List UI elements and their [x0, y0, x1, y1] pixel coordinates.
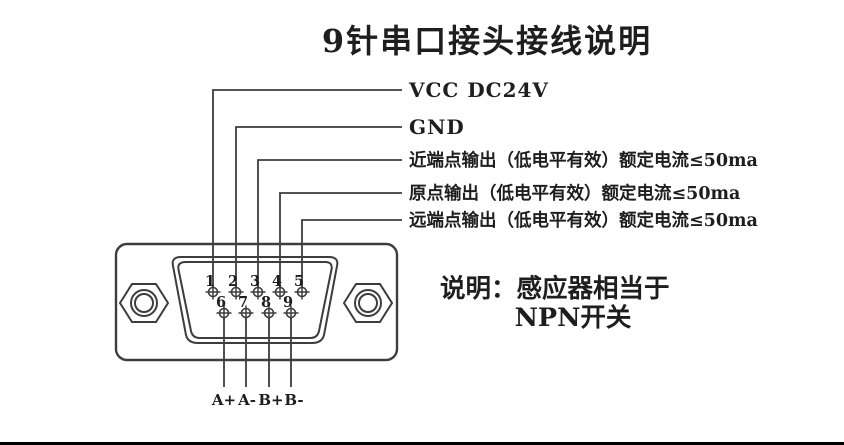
page-title: 9针串口接头接线说明 — [322, 22, 652, 60]
note-line-1: 说明：感应器相当于 — [440, 274, 670, 304]
pin-number-group: 1 2 3 4 5 6 7 8 9 — [205, 273, 304, 311]
pin-7 — [238, 305, 254, 321]
wire-label-origin-output: 原点输出（低电平有效）额定电流≤50ma — [409, 183, 740, 204]
label-b-minus: B- — [284, 391, 303, 409]
dsub-outline-inner — [177, 261, 333, 339]
pin-number-4: 4 — [272, 273, 282, 290]
pin-4 — [272, 284, 288, 300]
wire-pin4-origin-output — [279, 192, 402, 292]
note-line-2: NPN开关 — [515, 303, 632, 333]
screw-hex-left — [118, 283, 170, 323]
wire-group-top — [212, 89, 402, 292]
wire-label-far-output: 远端点输出（低电平有效）额定电流≤50ma — [409, 210, 758, 231]
wire-pin3-near-output — [257, 159, 402, 292]
pin-number-8: 8 — [261, 294, 271, 311]
pin-8 — [261, 305, 277, 321]
pin-group — [205, 284, 310, 321]
pin-number-5: 5 — [294, 273, 304, 290]
pin-2 — [228, 284, 244, 300]
pin-number-9: 9 — [283, 294, 293, 311]
screw-hole-right-inner — [358, 293, 378, 313]
pin-number-1: 1 — [205, 273, 215, 290]
screw-hole-right-outer — [354, 289, 382, 317]
wire-pin2-gnd — [235, 126, 402, 292]
wire-label-group: VCC DC24V GND 近端点输出（低电平有效）额定电流≤50ma 原点输出… — [408, 78, 758, 231]
pin-6 — [216, 305, 232, 321]
db9-connector — [114, 242, 399, 362]
wire-label-vcc: VCC DC24V — [408, 78, 549, 102]
pin-1 — [205, 284, 221, 300]
label-a-minus: A- — [237, 391, 256, 409]
wire-label-near-output: 近端点输出（低电平有效）额定电流≤50ma — [409, 150, 758, 171]
pin-number-6: 6 — [216, 294, 226, 311]
bottom-label-group: A+ A- B+ B- — [211, 391, 304, 409]
wire-pin5-far-output — [301, 219, 402, 292]
label-b-plus: B+ — [258, 391, 283, 409]
screw-hole-left-outer — [130, 289, 158, 317]
note-block: 说明：感应器相当于 NPN开关 — [440, 274, 670, 333]
bottom-bar — [0, 442, 844, 445]
connector-shell — [114, 242, 399, 362]
pin-number-3: 3 — [250, 273, 260, 290]
pin-number-7: 7 — [238, 294, 248, 311]
label-a-plus: A+ — [211, 391, 236, 409]
pin-number-2: 2 — [228, 273, 238, 290]
pin-9 — [283, 305, 299, 321]
wire-pin1-vcc — [212, 89, 402, 292]
pin-3 — [250, 284, 266, 300]
dsub-outline-outer — [171, 256, 339, 344]
screw-hole-left-inner — [134, 293, 154, 313]
pin-5 — [294, 284, 310, 300]
wire-group-bottom — [223, 313, 292, 387]
wire-label-gnd: GND — [409, 115, 465, 139]
screw-hex-right — [342, 283, 394, 323]
